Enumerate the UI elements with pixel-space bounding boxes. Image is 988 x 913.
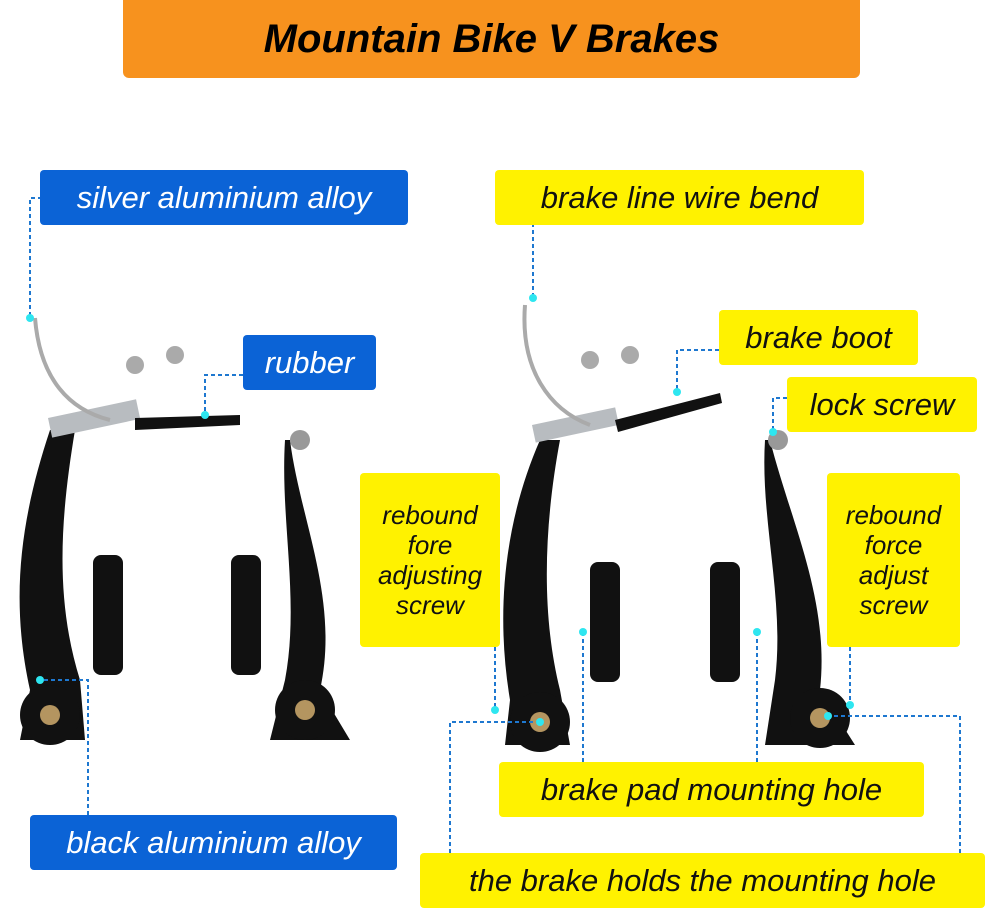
- label-line: force: [864, 530, 923, 560]
- label-line: rebound: [382, 500, 478, 530]
- label-silver-aluminium-alloy: silver aluminium alloy: [40, 170, 408, 225]
- label-line: rebound: [845, 500, 942, 530]
- label-lock-screw: lock screw: [787, 377, 977, 432]
- label-line: screw: [859, 590, 928, 620]
- label-brake-boot: brake boot: [719, 310, 918, 365]
- label-rubber: rubber: [243, 335, 376, 390]
- label-line: adjust: [858, 560, 929, 590]
- label-line: fore: [407, 530, 453, 560]
- label-black-aluminium-alloy: black aluminium alloy: [30, 815, 397, 870]
- label-line: screw: [396, 590, 464, 620]
- label-brake-pad-mounting-hole: brake pad mounting hole: [499, 762, 924, 817]
- label-rebound-fore-adjusting-screw: rebound fore adjusting screw: [360, 473, 500, 647]
- marker-dots: [26, 294, 854, 726]
- label-brake-holds-mounting-hole: the brake holds the mounting hole: [420, 853, 985, 908]
- label-rebound-force-adjust-screw: rebound force adjust screw: [827, 473, 960, 647]
- right-brake-set: [503, 304, 855, 752]
- title-banner: Mountain Bike V Brakes: [123, 0, 860, 78]
- page-title: Mountain Bike V Brakes: [263, 16, 720, 61]
- left-brake-set: [19, 317, 350, 745]
- label-line: adjusting: [377, 560, 483, 590]
- label-brake-line-wire-bend: brake line wire bend: [495, 170, 864, 225]
